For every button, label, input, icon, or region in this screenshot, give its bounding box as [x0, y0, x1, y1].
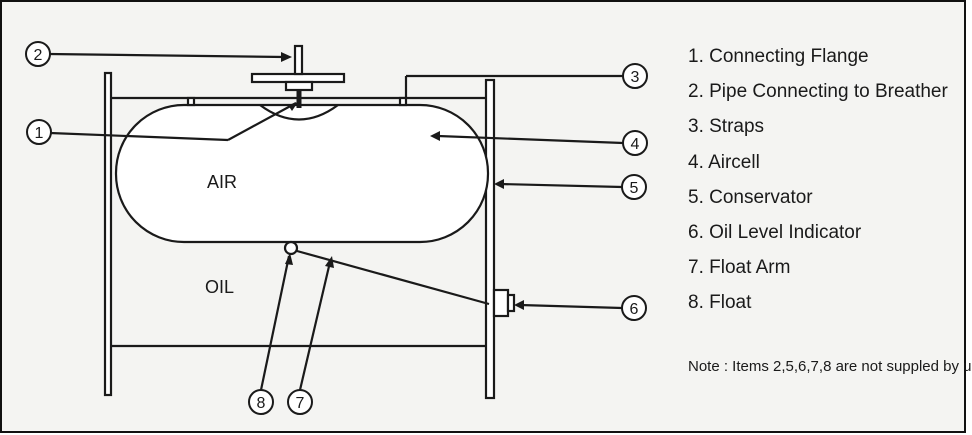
- legend-item: 7. Float Arm: [688, 257, 791, 279]
- legend-item: 3. Straps: [688, 116, 765, 138]
- callout-number-4: 4: [631, 136, 640, 153]
- leader-6: [519, 303, 623, 310]
- leader-8: [259, 255, 291, 391]
- supply-note: Note : Items 2,5,6,7,8 are not suppled b…: [688, 358, 972, 375]
- arrowhead-1: [288, 102, 298, 111]
- leader-5: [499, 182, 623, 189]
- strap-right: [398, 96, 408, 107]
- right-end-plate: [484, 78, 496, 400]
- callout-circle-8: [248, 389, 274, 415]
- callout-number-5: 5: [630, 180, 639, 197]
- parts-legend: 1. Connecting Flange 2. Pipe Connecting …: [688, 46, 948, 328]
- arrowhead-7: [325, 256, 334, 268]
- aircell: [114, 103, 490, 244]
- callout-number-6: 6: [630, 301, 639, 318]
- callout-circle-7: [287, 389, 313, 415]
- leader-2: [48, 52, 285, 59]
- flange-boss: [284, 80, 314, 92]
- leader-1: [49, 131, 229, 142]
- leader-7: [298, 261, 332, 391]
- strap-left: [186, 96, 196, 107]
- flange-dome: [259, 104, 339, 121]
- callout-number-3: 3: [631, 69, 640, 86]
- oil-level-indicator: [492, 288, 510, 318]
- float: [283, 240, 299, 256]
- leader-4: [437, 134, 624, 145]
- legend-item: 5. Conservator: [688, 186, 813, 208]
- legend-item: 2. Pipe Connecting to Breather: [688, 81, 948, 103]
- arrowhead-5: [494, 179, 504, 189]
- leader-1-diag: [227, 102, 297, 141]
- oil-label: OIL: [205, 277, 234, 297]
- legend-item: 6. Oil Level Indicator: [688, 221, 862, 243]
- callout-number-2: 2: [34, 47, 43, 64]
- callout-circle-1: [26, 119, 52, 145]
- air-label: AIR: [207, 172, 237, 192]
- arrowhead-4: [430, 131, 440, 141]
- callout-circle-6: [621, 295, 647, 321]
- arrowhead-2: [281, 52, 292, 62]
- float-arm: [296, 249, 490, 306]
- arrowhead-8: [285, 253, 293, 265]
- callout-circle-5: [621, 174, 647, 200]
- callout-circle-3: [622, 63, 648, 89]
- callout-number-8: 8: [257, 395, 266, 412]
- legend-item: 1. Connecting Flange: [688, 46, 869, 67]
- legend-item: 8. Float: [688, 292, 752, 314]
- legend-item: 4. Aircell: [688, 151, 760, 173]
- connecting-flange: [250, 72, 346, 84]
- oil-level-indicator-knob: [506, 293, 516, 313]
- callout-circle-4: [622, 130, 648, 156]
- callout-circle-2: [25, 41, 51, 67]
- left-end-plate: [103, 71, 113, 397]
- callout-number-1: 1: [35, 125, 44, 142]
- callout-number-7: 7: [296, 395, 305, 412]
- breather-pipe: [293, 44, 304, 76]
- arrowhead-6: [514, 300, 524, 310]
